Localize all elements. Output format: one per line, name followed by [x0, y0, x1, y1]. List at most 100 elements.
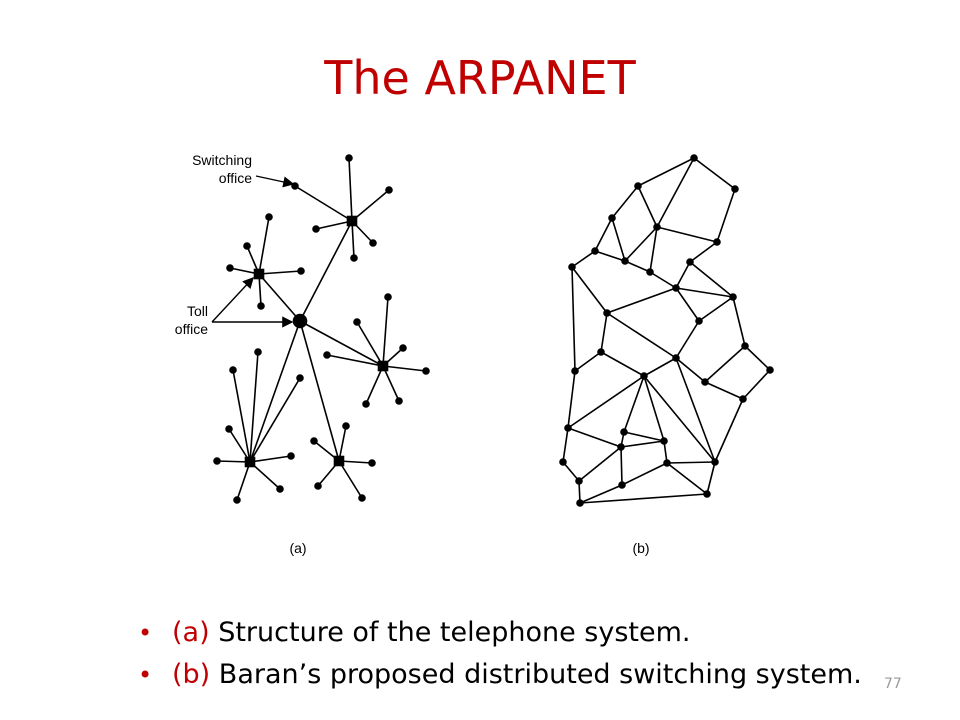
subscriber-line [258, 270, 302, 275]
trunk-line [299, 320, 384, 367]
mesh-link [689, 261, 734, 298]
telephone-system-graph [213, 154, 430, 504]
telephone-node [243, 242, 251, 250]
mesh-link [624, 226, 658, 262]
telephone-node [358, 494, 366, 502]
mesh-link [562, 427, 569, 463]
mesh-link [637, 157, 695, 187]
telephone-node [422, 367, 430, 375]
mesh-node [739, 395, 747, 403]
mesh-link [574, 351, 602, 372]
mesh-node [701, 378, 709, 386]
mesh-link [675, 357, 706, 383]
mesh-link [675, 261, 691, 289]
mesh-link [623, 431, 665, 442]
telephone-node [297, 267, 305, 275]
subscriber-line [326, 354, 384, 367]
telephone-node [225, 425, 233, 433]
mesh-link [656, 157, 695, 228]
mesh-node [672, 284, 680, 292]
mesh-link [716, 188, 736, 243]
switching-office-label-line2: office [219, 170, 252, 186]
telephone-node [342, 422, 350, 430]
mesh-link [600, 351, 645, 377]
bullet-text: Structure of the telephone system. [209, 617, 691, 648]
trunk-line [249, 320, 301, 463]
telephone-node [345, 154, 353, 162]
mesh-node [690, 154, 698, 162]
bullet-item: •(a) Structure of the telephone system. [138, 612, 862, 654]
mesh-link [571, 250, 596, 268]
mesh-link [637, 185, 658, 228]
subscriber-line [338, 460, 373, 464]
mesh-link [675, 320, 700, 359]
subscriber-line [236, 461, 251, 501]
mesh-link [606, 312, 677, 359]
subscriber-line [232, 369, 251, 463]
toll-office-label-line2: office [175, 321, 208, 337]
telephone-node [226, 264, 234, 272]
trunk-line [299, 320, 340, 462]
mesh-link [567, 375, 645, 429]
telephone-node [287, 452, 295, 460]
subscriber-line [382, 296, 389, 367]
mesh-link [624, 260, 651, 273]
telephone-node [312, 225, 320, 233]
subscriber-line [338, 425, 347, 462]
mesh-link [600, 312, 608, 353]
mesh-link [567, 427, 622, 448]
bullet-text: Baran’s proposed distributed switching s… [210, 659, 862, 690]
mesh-link [704, 381, 744, 400]
mesh-link [620, 440, 665, 448]
mesh-link [666, 461, 716, 464]
mesh-node [703, 490, 711, 498]
bullet-item: •(b) Baran’s proposed distributed switch… [138, 654, 862, 696]
mesh-node [695, 317, 703, 325]
telephone-node [213, 457, 221, 465]
mesh-node [766, 366, 774, 374]
mesh-link [649, 271, 677, 289]
mesh-link [706, 461, 716, 495]
mesh-link [698, 296, 734, 322]
telephone-node [384, 293, 392, 301]
bullet-list: •(a) Structure of the telephone system. … [138, 612, 862, 696]
subscriber-line [258, 273, 262, 307]
mesh-node [620, 428, 628, 436]
mesh-node [559, 458, 567, 466]
mesh-node [617, 443, 625, 451]
mesh-node [660, 437, 668, 445]
subscriber-line [365, 365, 384, 405]
toll-office-label-line1: Toll [187, 303, 208, 319]
telephone-node [323, 351, 331, 359]
mesh-link [732, 296, 746, 347]
mesh-node [621, 257, 629, 265]
mesh-link [579, 493, 708, 504]
subscriber-line [249, 455, 292, 463]
switching-office-node [253, 268, 265, 280]
telephone-node [276, 485, 284, 493]
mesh-link [693, 157, 736, 190]
mesh-link [571, 266, 608, 314]
subscriber-line [348, 157, 353, 222]
mesh-link [675, 287, 734, 298]
mesh-link [689, 241, 718, 263]
subscriber-line [249, 377, 301, 463]
mesh-node [672, 354, 680, 362]
trunk-line [299, 220, 353, 322]
mesh-node [571, 367, 579, 375]
mesh-node [575, 477, 583, 485]
telephone-node [350, 254, 358, 262]
mesh-link [643, 375, 665, 442]
mesh-link [656, 226, 718, 243]
mesh-node [653, 223, 661, 231]
subscriber-line [294, 185, 353, 222]
switching-office-arrow [255, 175, 295, 188]
mesh-link [623, 375, 645, 433]
mesh-link [571, 266, 576, 372]
telephone-node [369, 239, 377, 247]
telephone-node [385, 186, 393, 194]
mesh-link [620, 446, 623, 486]
subscriber-line [216, 460, 251, 463]
mesh-link [621, 462, 668, 486]
telephone-node [353, 318, 361, 326]
